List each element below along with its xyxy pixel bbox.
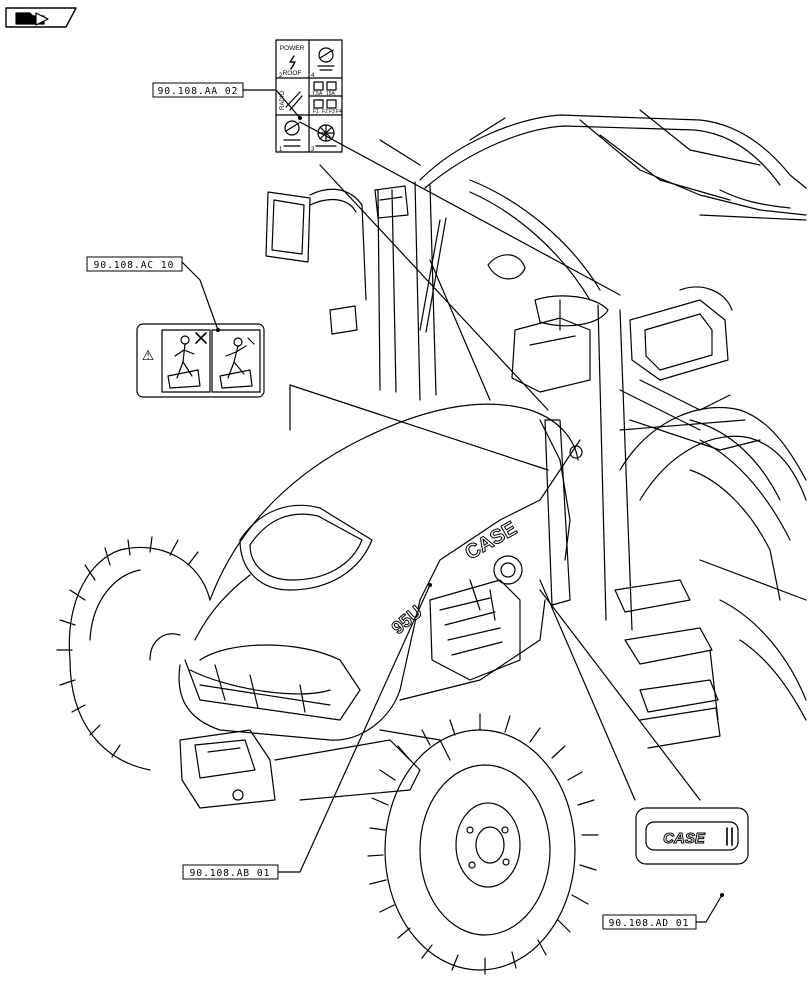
radio-label: RADIO <box>280 91 286 110</box>
person-icon <box>219 337 255 389</box>
callout-label: 90.108.AB 01 <box>190 868 271 879</box>
hood-brand-text: CASE <box>462 517 521 564</box>
fuse-label-0: 7.5A <box>312 91 323 97</box>
callout-ad01[interactable]: 90.108.AD 01 <box>602 914 697 930</box>
decal-switch-panel <box>275 39 343 153</box>
power-roof-label-2: ROOF <box>283 70 302 77</box>
fuse-label-4: F3 <box>329 109 335 115</box>
decal-warning <box>136 323 265 398</box>
row-number-3: 3 <box>311 147 315 153</box>
callout-ab01[interactable]: 90.108.AB 01 <box>182 864 279 880</box>
fan-icon <box>317 124 335 142</box>
case-logo-text: CASE <box>663 830 706 847</box>
leader-lines <box>181 89 746 923</box>
fuse-label-2: F1 <box>313 109 319 115</box>
tractor-drawing: CASE 95U <box>56 109 807 975</box>
row-number-1: 1 <box>279 147 283 153</box>
fuse-icon <box>313 81 337 109</box>
leader-dots <box>216 116 724 897</box>
lightning-icon <box>289 55 296 70</box>
work-light-icon <box>317 47 335 71</box>
callout-label: 90.108.AD 01 <box>609 918 690 929</box>
row-number-4: 4 <box>311 73 315 79</box>
callout-ac10[interactable]: 90.108.AC 10 <box>86 256 183 272</box>
callout-label: 90.108.AC 10 <box>94 260 175 271</box>
nav-arrow-icon[interactable] <box>5 7 77 28</box>
fuse-label-5: F4 <box>336 109 342 115</box>
fuse-label-1: 15A <box>326 91 336 97</box>
callout-label: 90.108.AA 02 <box>158 86 239 97</box>
power-roof-label: POWER <box>280 45 305 52</box>
person-icon <box>167 332 207 389</box>
row-number-2: 2 <box>279 73 283 79</box>
callout-aa02[interactable]: 90.108.AA 02 <box>152 82 244 98</box>
warning-triangle-icon: ⚠ <box>142 348 155 364</box>
work-light-icon <box>283 120 301 141</box>
fuse-label-3: F2 <box>322 109 328 115</box>
decal-case-logo <box>635 807 749 865</box>
